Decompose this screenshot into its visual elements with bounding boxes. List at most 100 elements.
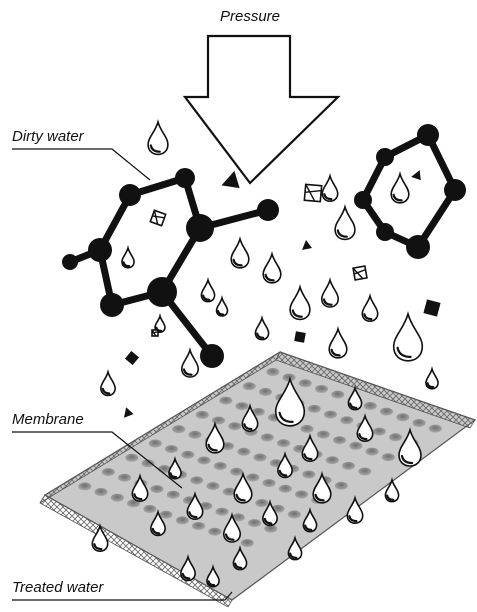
membrane-pore — [428, 424, 442, 433]
membrane-pore — [264, 524, 278, 533]
membrane-pore — [219, 396, 233, 405]
water-droplet-icon — [241, 402, 259, 433]
membrane-pore — [324, 410, 337, 419]
membrane-pore — [172, 425, 186, 434]
molecule-icon — [354, 124, 466, 259]
molecule-atom — [354, 191, 372, 209]
membrane-pore — [235, 402, 249, 411]
membrane-pore — [197, 456, 211, 465]
molecule-atom — [62, 254, 78, 270]
pressure-arrow-icon — [182, 34, 341, 185]
dirt-particle-icon — [411, 170, 421, 181]
dirt-particle-icon — [303, 183, 323, 203]
water-droplet-icon — [254, 314, 270, 341]
water-droplet-icon — [131, 472, 149, 503]
membrane-pore — [246, 473, 260, 482]
water-droplet-icon — [215, 294, 229, 317]
membrane-pore — [349, 441, 363, 450]
membrane-pore — [237, 447, 251, 456]
membrane-pore — [212, 416, 225, 425]
water-droplet-icon — [312, 470, 332, 504]
membrane-pore — [266, 368, 280, 376]
membrane-pore — [248, 519, 261, 528]
water-droplet-icon — [186, 490, 204, 521]
membrane-pore — [175, 516, 189, 525]
water-droplet-icon — [222, 511, 242, 543]
water-droplet-icon — [321, 172, 339, 203]
water-droplet-icon — [262, 250, 282, 284]
membrane-pore — [215, 507, 229, 516]
water-droplets — [91, 118, 439, 588]
membrane-pore — [363, 402, 377, 410]
dirt-particle-icon — [221, 170, 240, 189]
membrane-pore — [381, 453, 395, 462]
molecule-icon — [62, 168, 279, 368]
pressure-label: Pressure — [220, 8, 281, 25]
membrane-pore — [190, 476, 204, 485]
membrane-pore — [389, 433, 402, 442]
membrane-pore — [78, 482, 92, 491]
membrane-pore — [282, 373, 296, 382]
water-droplet-icon — [233, 470, 253, 504]
membrane-pore — [302, 470, 316, 479]
membrane-pore — [334, 481, 348, 490]
water-droplet-icon — [100, 368, 116, 397]
dirty-water-label: Dirty water — [12, 128, 84, 145]
membrane-pore — [316, 430, 330, 439]
membrane-pore — [143, 505, 157, 513]
membrane-pore — [307, 404, 321, 413]
water-droplet-icon — [289, 283, 311, 321]
water-droplet-icon — [390, 170, 410, 204]
membrane-pore — [262, 479, 276, 488]
water-droplet-icon — [384, 476, 400, 503]
membrane-pore — [300, 424, 314, 433]
water-droplet-icon — [328, 325, 348, 359]
membrane-pore — [325, 456, 339, 465]
membrane-pore — [365, 447, 379, 456]
membrane-pore — [259, 387, 272, 396]
molecule-atom — [100, 293, 124, 317]
treated-water-label: Treated water — [12, 579, 104, 596]
water-droplet-icon — [168, 455, 182, 480]
membrane-pore — [159, 510, 173, 519]
membrane-pore — [331, 390, 345, 399]
water-droplet-icon — [320, 276, 340, 308]
molecule-atom — [119, 184, 141, 206]
dirty-water-leader — [12, 148, 151, 181]
water-droplet-icon — [205, 420, 225, 454]
water-droplet-icon — [361, 292, 379, 323]
membrane-sheet-icon — [39, 350, 477, 608]
molecule-atom — [88, 238, 112, 262]
membrane-pore — [150, 485, 164, 494]
membrane-pore — [260, 433, 274, 442]
dirt-particle-icon — [423, 299, 441, 317]
membrane-pore — [315, 385, 328, 393]
membrane-pore — [251, 407, 265, 416]
water-droplet-icon — [334, 203, 356, 241]
membrane-pore — [110, 493, 124, 502]
membrane-pore — [118, 473, 131, 482]
membrane-pore — [213, 462, 227, 471]
molecule-atom — [200, 344, 224, 368]
membrane-pore — [380, 407, 393, 416]
water-droplet-icon — [425, 365, 439, 390]
molecule-atom — [406, 235, 430, 259]
molecule-atom — [186, 214, 214, 242]
water-droplet-icon — [262, 498, 278, 527]
membrane-pore — [181, 450, 195, 459]
membrane-pore — [412, 419, 426, 427]
dirt-particle-icon — [302, 240, 312, 250]
membrane-pore — [231, 513, 245, 522]
membrane-pore — [166, 490, 180, 499]
membrane-leader — [12, 431, 183, 489]
water-droplet-icon — [347, 384, 363, 411]
water-droplet-icon — [302, 506, 318, 533]
water-droplet-icon — [232, 544, 248, 571]
membrane-pore — [165, 445, 178, 454]
dirt-particle-icon — [149, 209, 167, 227]
water-droplet-icon — [91, 522, 109, 553]
molecule-atom — [147, 277, 177, 307]
water-droplet-icon — [180, 553, 196, 582]
membrane-label: Membrane — [12, 411, 84, 428]
